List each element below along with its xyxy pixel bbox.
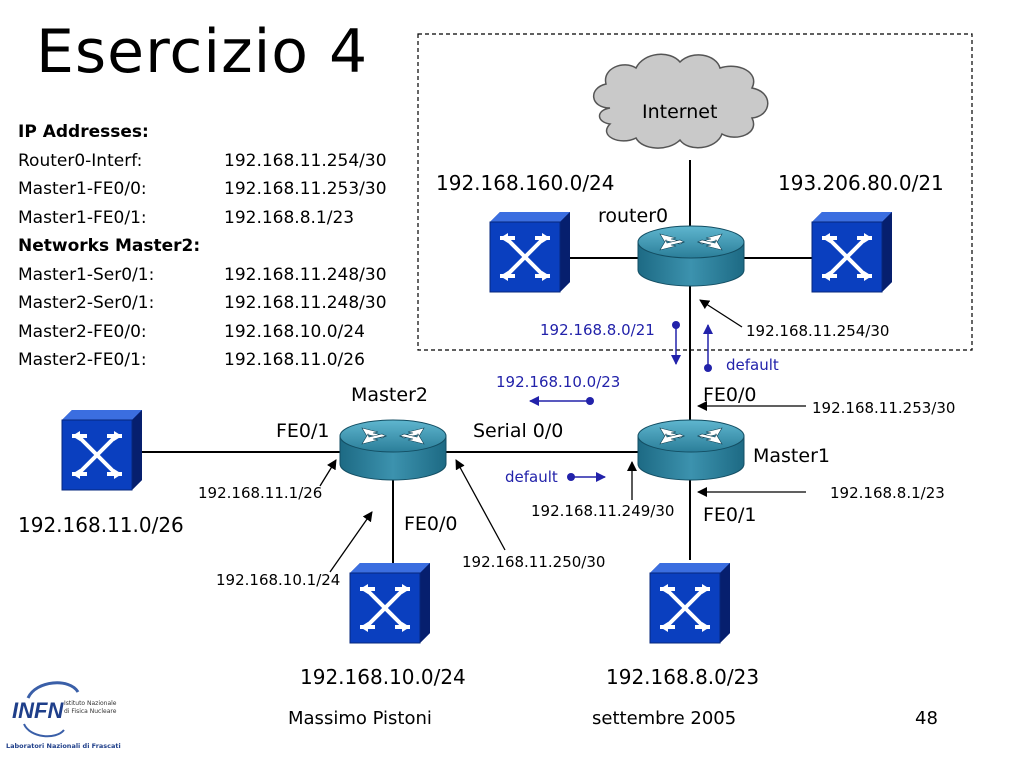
network-label-11: 192.168.11.0/26 [18,513,184,537]
infn-logo-swoosh-icon [23,681,80,738]
network-label-8: 192.168.8.0/23 [606,665,760,689]
infn-logo-sub1: Istituto Nazionale [64,700,117,707]
internet-cloud-icon [593,53,769,149]
table-row: Master2-FE0/0:192.168.10.0/24 [18,321,365,342]
table-row: Master1-FE0/0:192.168.11.253/30 [18,179,387,199]
switch-icon-8 [648,561,732,645]
infn-logo-text: INFN [12,698,64,723]
master2-fe01-ip: 192.168.11.1/26 [198,484,323,502]
master1-fe00-label: FE0/0 [703,384,757,406]
table-row: Master2-Ser0/1:192.168.11.248/30 [18,293,387,313]
infn-logo-sub2: di Fisica Nucleare [64,708,117,715]
infn-logo-lab: Laboratori Nazionali di Frascati [6,742,121,750]
master1-fe01-label: FE0/1 [703,504,757,526]
master1-fe01-ip: 192.168.8.1/23 [830,484,945,502]
slide-title: Esercizio 4 [36,17,369,87]
table-row: Master1-Ser0/1:192.168.11.248/30 [18,264,387,285]
table-row: Router0-Interf:192.168.11.254/30 [18,150,387,171]
serial-label: Serial 0/0 [473,420,564,442]
router0-label: router0 [598,205,669,227]
ip-addresses-header: IP Addresses: [18,122,149,142]
router0-iface-ip: 192.168.11.254/30 [746,322,890,340]
network-label-10: 192.168.10.0/24 [300,665,466,689]
switch-icon-11 [60,408,144,492]
router-icon-master2 [339,419,447,481]
switch-icon-10 [348,561,432,645]
default-route-up: default [726,356,779,374]
footer-author: Massimo Pistoni [288,708,432,729]
table-row: Master1-FE0/1:192.168.8.1/23 [18,207,355,228]
master1-serial-ip: 192.168.11.249/30 [531,502,675,520]
pointer-arrows [319,299,806,573]
master2-fe00-ip: 192.168.10.1/24 [216,571,341,589]
master2-fe01-label: FE0/1 [276,420,330,442]
infn-logo: INFN Istituto Nazionale di Fisica Nuclea… [6,678,121,758]
network-label-193: 193.206.80.0/21 [778,171,944,195]
networks-master2-header: Networks Master2: [18,236,201,256]
switch-icon-193 [810,210,894,294]
ip-address-table: IP Addresses: Router0-Interf:192.168.11.… [18,118,387,375]
switch-icon-160 [488,210,572,294]
master2-fe00-label: FE0/0 [404,513,458,535]
footer-date: settembre 2005 [592,708,737,729]
route-arrows [529,321,713,482]
master1-fe00-ip: 192.168.11.253/30 [812,399,956,417]
router-icon-master1 [637,419,745,481]
master1-label: Master1 [753,445,830,467]
router-icon-router0 [637,225,745,287]
route-label-8-21: 192.168.8.0/21 [540,321,655,339]
table-row: Master2-FE0/1:192.168.11.0/26 [18,350,365,370]
internet-label: Internet [642,101,718,123]
default-route-left: default [505,468,558,486]
page-number: 48 [915,708,938,729]
internal-network-boundary [417,33,973,351]
route-label-10-23: 192.168.10.0/23 [496,373,621,391]
network-label-160: 192.168.160.0/24 [436,171,615,195]
master2-label: Master2 [351,384,428,406]
master2-serial-ip: 192.168.11.250/30 [462,553,606,571]
